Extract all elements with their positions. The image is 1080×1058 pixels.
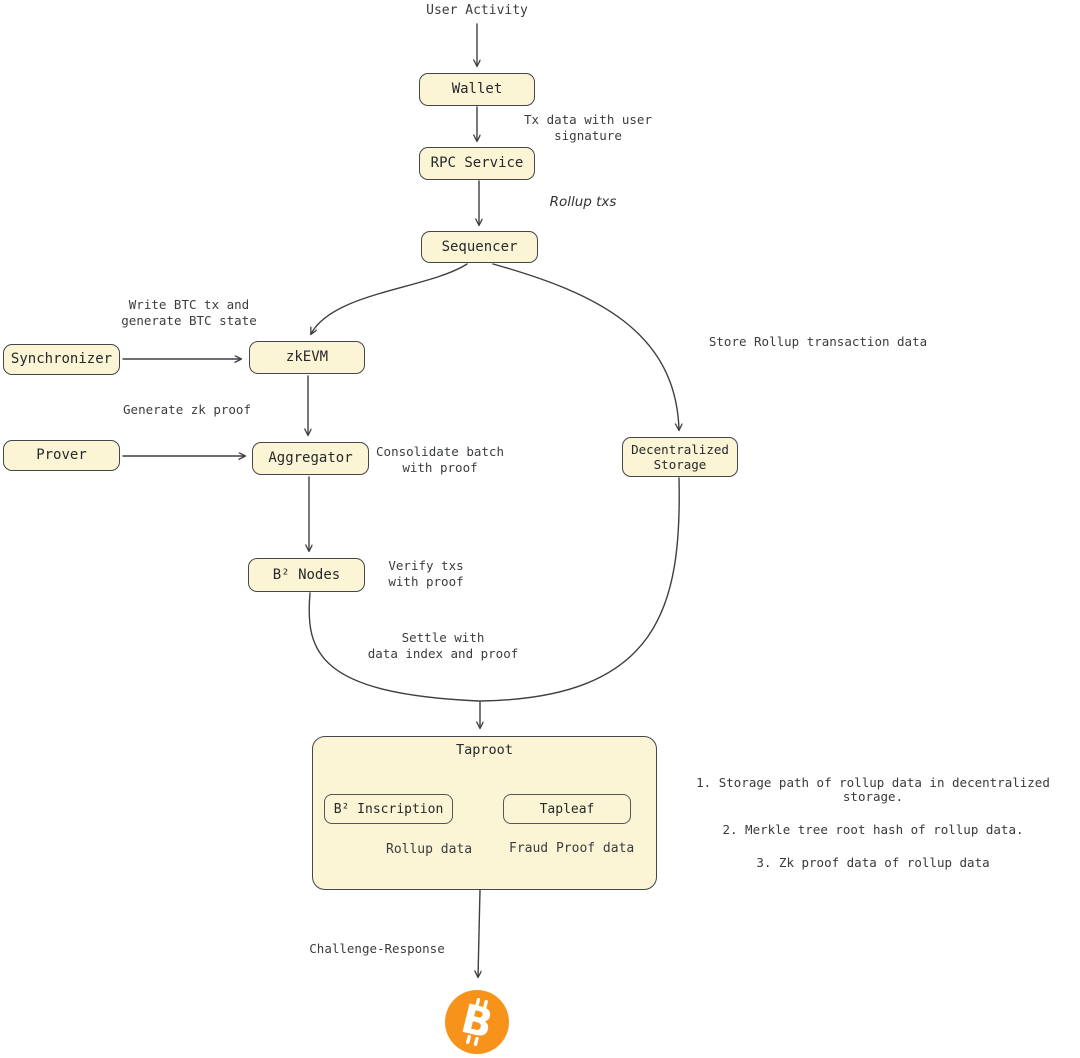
node-decentralized-storage-label: Decentralized Storage xyxy=(631,442,729,472)
node-rpc-service-label: RPC Service xyxy=(430,155,524,171)
label-settle-with: Settle with data index and proof xyxy=(367,630,519,661)
node-taproot-container: Taproot B² Inscription Tapleaf Rollup da… xyxy=(312,736,657,890)
label-write-btc: Write BTC tx and generate BTC state xyxy=(121,297,257,328)
connector-sequencer-zkevm xyxy=(311,263,468,334)
note-zk-proof: 3. Zk proof data of rollup data xyxy=(756,855,990,870)
node-prover-label: Prover xyxy=(36,447,87,463)
node-b2-nodes: B² Nodes xyxy=(248,558,365,592)
node-b2-inscription: B² Inscription xyxy=(324,794,453,824)
connector-sequencer-storage xyxy=(492,263,679,430)
taproot-notes: 1. Storage path of rollup data in decent… xyxy=(663,776,1080,889)
label-rollup-txs: Rollup txs xyxy=(549,194,617,210)
connector-storage-junction xyxy=(480,477,680,702)
node-synchronizer: Synchronizer xyxy=(3,344,120,375)
node-taproot-title: Taproot xyxy=(456,742,513,758)
node-tapleaf: Tapleaf xyxy=(503,794,631,824)
node-zkevm: zkEVM xyxy=(249,341,365,374)
note-merkle-root: 2. Merkle tree root hash of rollup data. xyxy=(722,822,1024,837)
node-aggregator-label: Aggregator xyxy=(268,450,353,466)
node-rpc-service: RPC Service xyxy=(419,147,535,180)
note-storage-path: 1. Storage path of rollup data in decent… xyxy=(696,775,1050,804)
node-decentralized-storage: Decentralized Storage xyxy=(622,437,738,477)
label-rollup-data: Rollup data xyxy=(386,842,473,857)
label-store-rollup-data: Store Rollup transaction data xyxy=(708,334,928,349)
label-challenge-response: Challenge-Response xyxy=(309,941,445,956)
label-user-activity: User Activity xyxy=(426,3,528,18)
connector-taproot-bitcoin xyxy=(478,889,480,977)
bitcoin-circle xyxy=(445,990,509,1054)
node-zkevm-label: zkEVM xyxy=(285,349,329,365)
node-sequencer: Sequencer xyxy=(421,231,538,263)
connector-b2nodes-junction xyxy=(308,592,480,702)
node-aggregator: Aggregator xyxy=(252,442,369,475)
node-prover: Prover xyxy=(3,440,120,471)
node-synchronizer-label: Synchronizer xyxy=(10,351,113,367)
label-consolidate-batch: Consolidate batch with proof xyxy=(376,444,504,475)
label-generate-zk-proof: Generate zk proof xyxy=(123,402,251,417)
node-b2-inscription-label: B² Inscription xyxy=(333,801,444,817)
label-verify-txs: Verify txs with proof xyxy=(388,558,464,589)
label-fraud-proof-data: Fraud Proof data xyxy=(509,841,635,856)
node-wallet-label: Wallet xyxy=(451,81,503,97)
label-tx-data: Tx data with user signature xyxy=(524,112,652,143)
node-b2-nodes-label: B² Nodes xyxy=(272,566,341,583)
node-sequencer-label: Sequencer xyxy=(441,238,518,255)
bitcoin-icon: B xyxy=(445,990,509,1054)
node-tapleaf-label: Tapleaf xyxy=(539,801,595,817)
node-wallet: Wallet xyxy=(419,73,535,106)
